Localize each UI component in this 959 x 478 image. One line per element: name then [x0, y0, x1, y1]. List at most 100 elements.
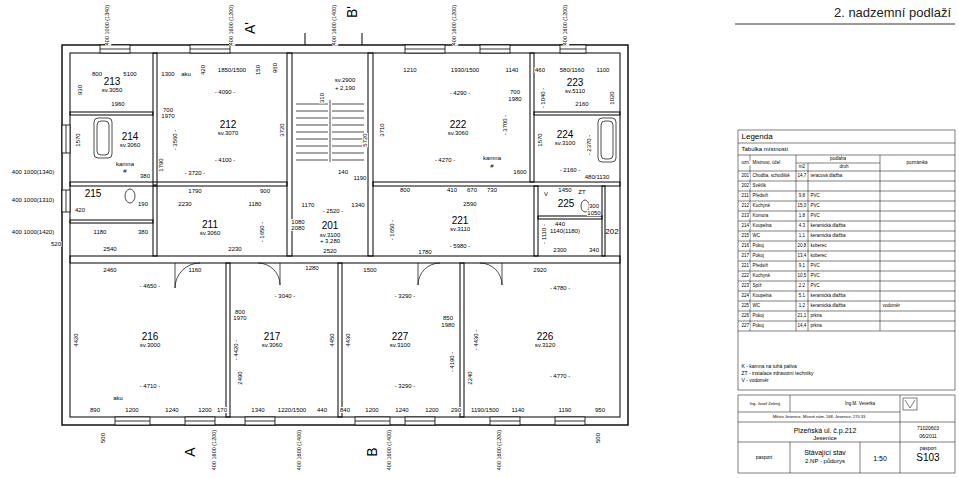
legend-text: V - vodoměr [742, 378, 769, 383]
room-number: 224 [557, 130, 574, 141]
dimension-label: 400 1000(1310) [11, 197, 54, 203]
dimension-label: 1970 [161, 113, 175, 119]
dimension-label: 4450 [329, 333, 335, 347]
dimension-label: Světlík [752, 184, 767, 189]
dimension-label: 1210 [403, 67, 417, 73]
dimension-label: 212 [741, 204, 750, 209]
dimension-label: Místnost, účel [752, 161, 781, 166]
title-underline [735, 24, 955, 25]
dimension-label: 2300 [553, 247, 567, 253]
dimension-label: pasport [755, 455, 773, 460]
room-note: sv.3110 [450, 226, 470, 232]
room-number: 202 [605, 228, 618, 236]
dimension-label: 1340 [251, 407, 265, 413]
dimension-label: 2590 [463, 201, 477, 207]
dimension-label: - 2370 - [586, 134, 592, 156]
dimension-label: 216 [741, 244, 750, 249]
dimension-label: 480/1130 [584, 174, 610, 180]
room: 217sv.3060 [252, 329, 292, 351]
dimension-label: Pokoj [752, 314, 764, 319]
dimension-label: - 3700 - [502, 114, 508, 136]
dimension-label: # [490, 163, 494, 169]
dimension-label: 1190 [558, 407, 572, 413]
room: 221sv.3110 [440, 213, 480, 235]
dimension-label: 400 1000 (1340) [105, 4, 111, 45]
dimension-label: koberec [810, 244, 827, 249]
dimension-label: 1930/1500 [450, 67, 479, 73]
dimension-label: 1300 [161, 71, 175, 77]
dimension-label: 221 [741, 264, 750, 269]
dimension-label: 170 [216, 407, 227, 413]
dimension-label: - 3560 - [172, 129, 178, 151]
dimension-label: 1200 [198, 407, 212, 413]
dimension-label: - 4710 - [139, 383, 161, 389]
dimension-label: 1220/1500 [277, 407, 306, 413]
dimension-label: 1180 [93, 229, 107, 235]
room: 201sv.3100+ 3,280 [310, 220, 350, 246]
dimension-label: 2490 [237, 371, 243, 385]
room-note: sv.3100 [555, 140, 576, 146]
dimension-label: 400 1600 (1200) [229, 4, 235, 45]
dimension-label: aku [181, 71, 192, 77]
dimension-label: - 4420 - [233, 339, 239, 361]
dimension-label: Kuchyně [752, 204, 771, 209]
dimension-label: 5100 [123, 71, 137, 77]
dimension-label: 2240 [467, 371, 473, 385]
dimension-label: 400 1600 (1200) [497, 429, 503, 470]
dimension-label: 2460 [103, 267, 117, 273]
dimension-label: 4430 [345, 333, 351, 347]
dimension-label: 1190/1500 [471, 407, 500, 413]
dimension-label: - 4770 - [549, 373, 571, 379]
room: 224sv.3100 [548, 128, 582, 148]
dimension-label: vodoměr [882, 304, 901, 309]
dimension-label: 380 [139, 173, 150, 179]
room-note: sv.3100 [390, 342, 411, 348]
room: 202 [603, 225, 620, 239]
dimension-label: 400 1600 (1400) [297, 429, 303, 470]
dimension-label: Pokoj [752, 254, 764, 259]
dimension-label: - 4780 - [549, 285, 571, 291]
room: 213sv.3050 [95, 75, 129, 95]
dimension-label: - 2520 - [322, 208, 344, 214]
dimension-label: 1200 [125, 407, 139, 413]
dimension-label: keramická dlažba [810, 294, 846, 299]
dimension-label: 380 [137, 229, 148, 235]
dimension-label: 190 [137, 201, 148, 207]
dimension-label: - 4190 - [449, 351, 455, 373]
room-number: 201 [322, 221, 339, 232]
dimension-label: kamna [482, 155, 501, 161]
dimension-label: 3720 [279, 123, 285, 137]
dimension-label: - 4650 - [139, 283, 161, 289]
room: 226sv.3120 [525, 329, 565, 351]
dimension-label: 1190 [353, 175, 367, 181]
dimension-label: A [183, 447, 197, 457]
dimension-label: 14,7 [797, 174, 807, 179]
dimension-label: 5,1 [798, 294, 805, 299]
dimension-label: 1,8 [798, 214, 805, 219]
dimension-label: koberec [810, 254, 827, 259]
dimension-label: Předsíň [752, 264, 769, 269]
dimension-label: 580/1160 [559, 67, 585, 73]
dimension-label: 1570 [75, 133, 81, 147]
dimension-label: 1140(1180) [550, 228, 581, 234]
dimension-label: Tabulka místností [741, 146, 789, 152]
dimension-label: 211 [741, 194, 749, 199]
room: 211sv.3060 [190, 217, 230, 239]
dimension-label: 223 [741, 284, 750, 289]
dimension-label: prkna [810, 324, 822, 329]
dimension-label: PVC [810, 204, 820, 209]
dimension-label: 3710 [379, 123, 385, 137]
dimension-label: kamna [115, 161, 134, 167]
dimension-label: 1500 [363, 267, 377, 273]
dimension-label: - 4290 - [449, 90, 471, 96]
room-note: sv.3060 [262, 342, 283, 348]
dimension-label: 460 [534, 67, 545, 73]
dimension-label: 1340 [351, 202, 365, 208]
dimension-label: # [123, 168, 127, 174]
room: 216sv.3000 [130, 329, 170, 351]
dimension-label: 400 1600 (1200) [212, 429, 218, 470]
dimension-label: 14,4 [797, 324, 807, 329]
room-number: 211 [202, 220, 218, 231]
room-note: sv.3060 [448, 130, 469, 136]
page-title: 2. nadzemní podlaží [834, 5, 951, 20]
